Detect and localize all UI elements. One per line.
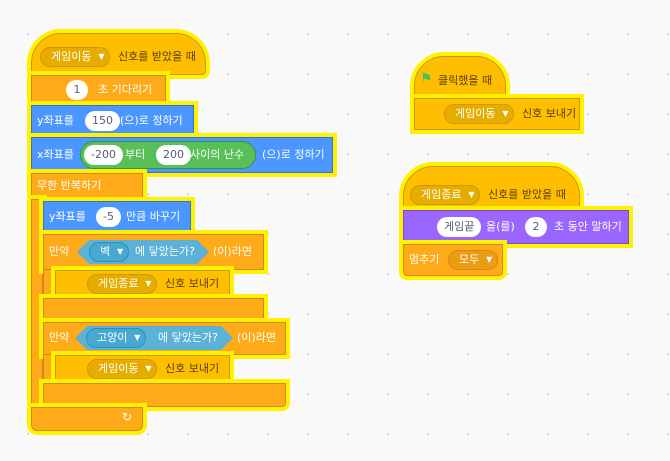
- message-dropdown-value: 게임종료: [421, 188, 462, 201]
- stop-label: 멈추기: [409, 253, 440, 266]
- touching-label: 에 닿았는가?: [135, 245, 195, 258]
- chevron-down-icon: ▼: [502, 109, 509, 118]
- loop-arrow-icon: ↻: [122, 410, 133, 424]
- pick-random-to-input[interactable]: 200: [156, 145, 191, 165]
- stop-option-value: 모두: [459, 253, 480, 266]
- broadcast-label: 신호 보내기: [165, 362, 220, 375]
- touching-label: 에 닿았는가?: [158, 331, 218, 344]
- touching-target-dropdown[interactable]: 고양이 ▼: [86, 328, 147, 348]
- message-dropdown[interactable]: 게임이동 ▼: [40, 47, 111, 67]
- say-suffix: 초 동안 말하기: [554, 220, 622, 233]
- when-receive-label: 신호를 받았을 때: [488, 188, 566, 201]
- chevron-down-icon: ▼: [116, 247, 124, 256]
- if-cat-bottom: [43, 383, 286, 407]
- chevron-down-icon: ▼: [145, 364, 152, 373]
- change-y-suffix: 만큼 바꾸기: [126, 210, 181, 223]
- broadcast-label: 신호 보내기: [522, 107, 577, 120]
- then-label: (이)라면: [213, 245, 252, 258]
- say-seconds-input[interactable]: 2: [525, 217, 547, 237]
- touching-target-dropdown[interactable]: 벽 ▼: [89, 242, 130, 262]
- green-flag-icon: ⚑: [420, 71, 433, 87]
- when-flag-clicked-label: 클릭했을 때: [438, 74, 493, 87]
- pick-random-suffix: 사이의 난수: [190, 148, 245, 161]
- set-y-suffix: (으)로 정하기: [120, 114, 183, 127]
- message-dropdown-value: 게임이동: [51, 50, 92, 63]
- set-y-prefix: y좌표를: [37, 114, 74, 127]
- pick-random-from-input[interactable]: -200: [84, 145, 123, 165]
- change-y-block[interactable]: [43, 201, 191, 233]
- wait-seconds-input[interactable]: 1: [66, 80, 88, 100]
- chevron-down-icon: ▼: [134, 333, 141, 342]
- then-label: (이)라면: [237, 331, 276, 344]
- chevron-down-icon: ▼: [98, 52, 105, 61]
- when-receive-label: 신호를 받았을 때: [118, 50, 196, 63]
- forever-label: 무한 반복하기: [37, 179, 102, 192]
- if-cat-arm: [43, 355, 55, 383]
- forever-bottom: [31, 407, 143, 431]
- say-middle-label: 을(를): [486, 220, 515, 233]
- wait-label: 초 기다리기: [98, 83, 153, 96]
- if-label: 만약: [49, 331, 70, 344]
- broadcast-message-value: 게임이동: [98, 362, 139, 375]
- touching-target-value: 벽: [100, 245, 111, 258]
- set-x-suffix: (으)로 정하기: [262, 148, 325, 161]
- chevron-down-icon: ▼: [486, 255, 493, 264]
- touching-target-value: 고양이: [97, 331, 128, 344]
- set-y-value-input[interactable]: 150: [85, 111, 120, 131]
- set-x-prefix: x좌표를: [37, 148, 74, 161]
- change-y-prefix: y좌표를: [49, 210, 86, 223]
- broadcast-message-dropdown[interactable]: 게임종료 ▼: [87, 274, 158, 294]
- broadcast-label: 신호 보내기: [165, 277, 220, 290]
- broadcast-message-dropdown[interactable]: 게임이동 ▼: [444, 104, 515, 124]
- forever-left-arm: [31, 199, 43, 407]
- say-text-input[interactable]: 게임끝: [437, 217, 482, 237]
- message-dropdown[interactable]: 게임종료 ▼: [410, 185, 481, 205]
- forever-block[interactable]: [31, 173, 143, 199]
- broadcast-message-value: 게임종료: [98, 277, 139, 290]
- stop-option-dropdown[interactable]: 모두 ▼: [448, 250, 499, 270]
- pick-random-between-label: 부터: [125, 148, 146, 161]
- broadcast-message-dropdown[interactable]: 게임이동 ▼: [87, 359, 158, 379]
- when-flag-clicked-hat-block[interactable]: [414, 56, 506, 98]
- if-wall-arm: [43, 270, 55, 298]
- broadcast-message-value: 게임이동: [455, 107, 496, 120]
- if-label: 만약: [49, 245, 70, 258]
- chevron-down-icon: ▼: [145, 279, 152, 288]
- if-wall-bottom: [43, 298, 264, 322]
- chevron-down-icon: ▼: [468, 190, 475, 199]
- wait-block[interactable]: [31, 75, 166, 105]
- change-y-value-input[interactable]: -5: [96, 207, 121, 227]
